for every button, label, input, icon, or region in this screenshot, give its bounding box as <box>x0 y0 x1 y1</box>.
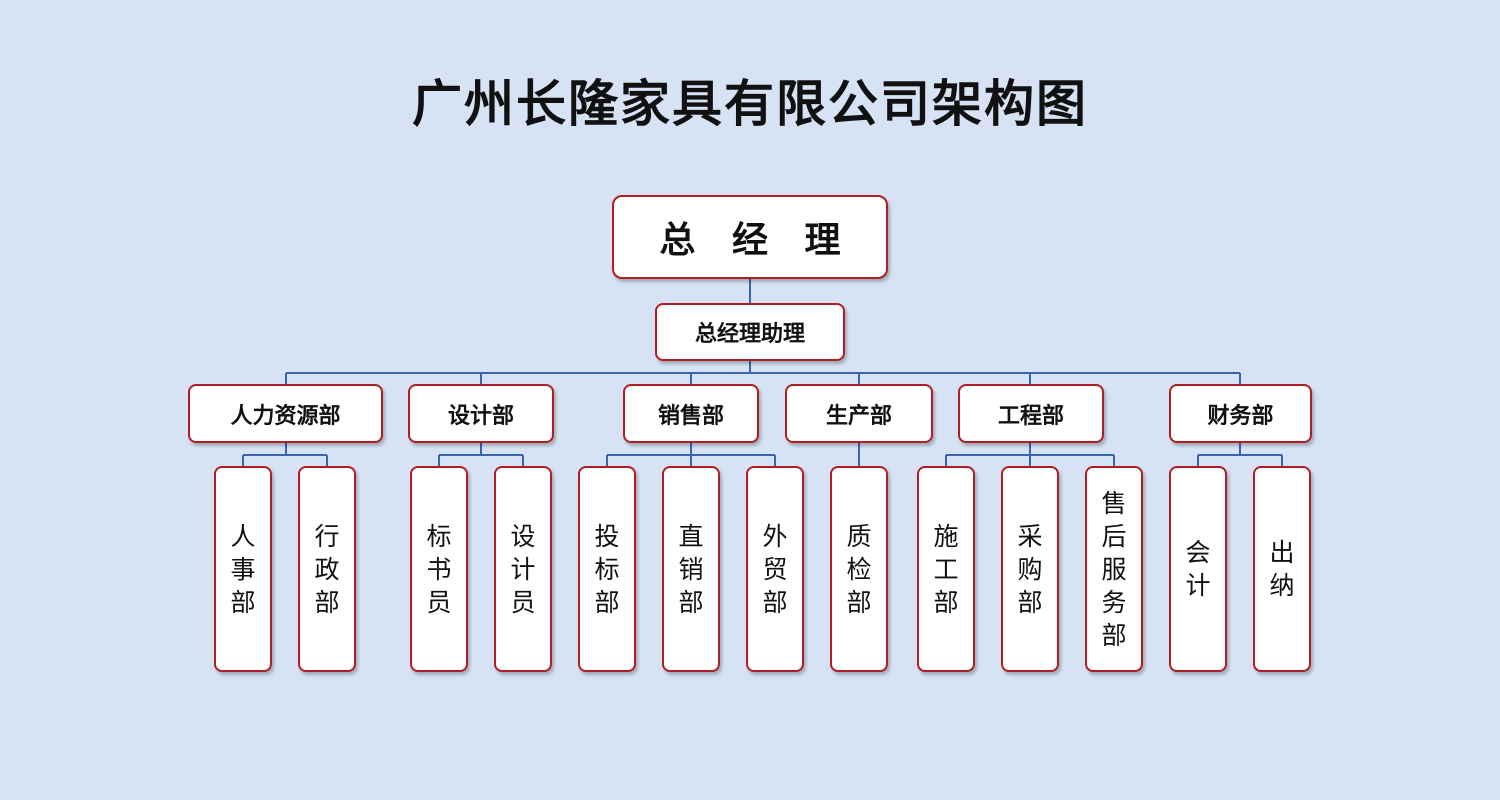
sub-unit-label: 外贸部 <box>762 521 788 617</box>
dept-label: 设计部 <box>447 403 514 429</box>
sub-unit-procurement: 采购部 <box>1001 466 1059 672</box>
sub-unit-label: 质检部 <box>846 521 872 617</box>
sub-unit-personnel: 人事部 <box>214 466 272 672</box>
dept-label: 财务部 <box>1207 403 1274 429</box>
sub-unit-label: 设计员 <box>510 521 536 617</box>
sub-unit-label: 会计 <box>1185 538 1211 600</box>
dept-label: 人力资源部 <box>230 403 341 429</box>
chart-title: 广州长隆家具有限公司架构图 <box>412 75 1088 133</box>
sub-unit-construction: 施工部 <box>917 466 975 672</box>
sub-unit-accounting: 会计 <box>1169 466 1227 672</box>
sub-unit-label: 行政部 <box>314 521 340 617</box>
dept-production: 生产部 <box>785 384 933 443</box>
dept-label: 工程部 <box>997 403 1064 429</box>
sub-unit-label: 标书员 <box>426 521 452 617</box>
sub-unit-designer: 设计员 <box>494 466 552 672</box>
general-manager-label: 总 经 理 <box>659 220 853 261</box>
sub-unit-bid-writer: 标书员 <box>410 466 468 672</box>
dept-label: 生产部 <box>825 403 892 429</box>
assistant-box: 总经理助理 <box>655 303 845 361</box>
sub-unit-foreign-trade: 外贸部 <box>746 466 804 672</box>
assistant-label: 总经理助理 <box>694 322 805 347</box>
sub-unit-direct-sales: 直销部 <box>662 466 720 672</box>
dept-hr: 人力资源部 <box>188 384 383 443</box>
dept-engineering: 工程部 <box>958 384 1104 443</box>
sub-unit-label: 施工部 <box>933 521 959 617</box>
dept-design: 设计部 <box>408 384 554 443</box>
sub-unit-label: 人事部 <box>230 521 256 617</box>
sub-unit-label: 采购部 <box>1017 521 1043 617</box>
dept-finance: 财务部 <box>1169 384 1312 443</box>
sub-unit-quality-inspection: 质检部 <box>830 466 888 672</box>
sub-unit-admin: 行政部 <box>298 466 356 672</box>
sub-unit-label: 出纳 <box>1269 538 1295 600</box>
sub-unit-cashier: 出纳 <box>1253 466 1311 672</box>
sub-unit-label: 售后服务部 <box>1101 488 1127 650</box>
dept-sales: 销售部 <box>623 384 759 443</box>
sub-unit-bidding: 投标部 <box>578 466 636 672</box>
sub-unit-label: 投标部 <box>594 521 620 617</box>
dept-label: 销售部 <box>657 403 724 429</box>
sub-unit-after-sales: 售后服务部 <box>1085 466 1143 672</box>
general-manager-box: 总 经 理 <box>612 195 888 279</box>
sub-unit-label: 直销部 <box>678 521 704 617</box>
